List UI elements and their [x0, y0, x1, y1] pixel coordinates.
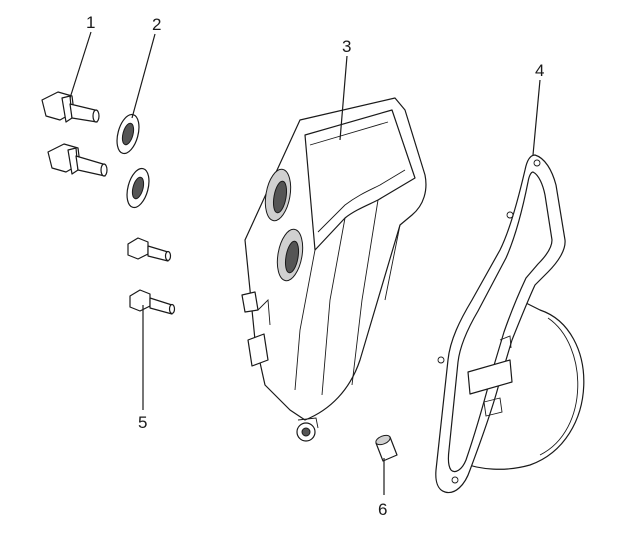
- callout-5: 5: [138, 413, 147, 432]
- callout-6: 6: [378, 500, 387, 519]
- valve-cover-icon: [241, 97, 427, 442]
- dowel-pin-icon: [375, 434, 398, 462]
- callout-4: 4: [535, 61, 544, 80]
- flange-bolt-icon: [41, 91, 108, 177]
- small-bolt-icon: [127, 237, 176, 315]
- callout-3: 3: [342, 37, 351, 56]
- sealing-washer-icon: [116, 113, 150, 209]
- callout-2: 2: [152, 15, 161, 34]
- gasket-icon: [435, 154, 585, 494]
- leader-lines: [69, 31, 541, 495]
- callout-1: 1: [86, 13, 95, 32]
